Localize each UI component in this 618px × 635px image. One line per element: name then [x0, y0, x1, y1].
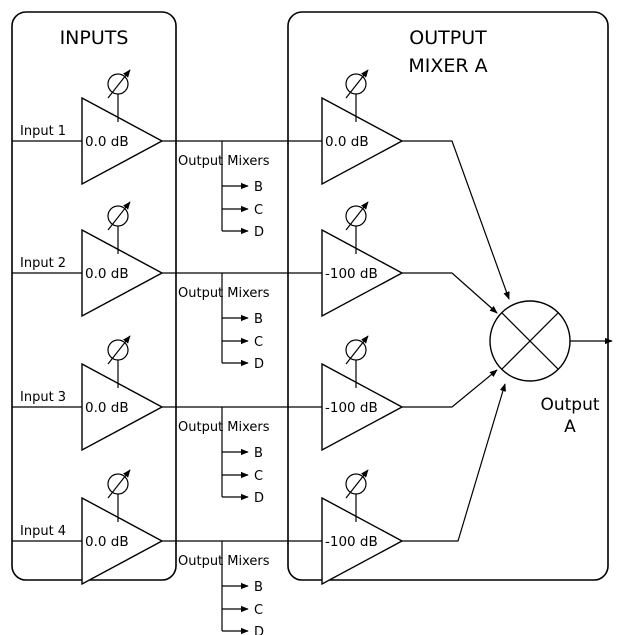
output-gain-knob-icon	[345, 201, 369, 254]
output-gain-value: 0.0 dB	[325, 134, 369, 150]
input-gain-knob-icon	[107, 469, 131, 522]
mixer-letter: C	[254, 203, 263, 218]
input-label: Input 4	[20, 524, 66, 539]
input-gain-value: 0.0 dB	[85, 534, 129, 550]
output-panel-title-line2: MIXER A	[408, 55, 487, 77]
input-amplifier	[81, 362, 164, 452]
output-mixers-label: Output Mixers	[178, 420, 270, 435]
mixer-letter: D	[254, 491, 264, 506]
output-amplifier	[321, 362, 404, 452]
output-mixers-label: Output Mixers	[178, 154, 270, 169]
output-gain-value: -100 dB	[325, 534, 378, 550]
output-mixers-label: Output Mixers	[178, 286, 270, 301]
input-gain-value: 0.0 dB	[85, 400, 129, 416]
mixer-letter: B	[254, 580, 263, 595]
input-gain-knob-icon	[107, 69, 131, 122]
output-label-line2: A	[564, 417, 576, 437]
output-mixer-panel	[287, 11, 609, 581]
output-gain-value: -100 dB	[325, 266, 378, 282]
output-gain-knob-icon	[345, 335, 369, 388]
input-label: Input 3	[20, 390, 66, 405]
mixer-letter: C	[254, 603, 263, 618]
input-label: Input 2	[20, 256, 66, 271]
mixer-letter: D	[254, 225, 264, 240]
output-amplifier	[321, 496, 404, 586]
output-gain-value: -100 dB	[325, 400, 378, 416]
output-gain-knob-icon	[345, 469, 369, 522]
mixer-feed-line	[402, 272, 498, 314]
mixer-letter: C	[254, 335, 263, 350]
mixer-feed-line	[402, 383, 507, 542]
input-gain-knob-icon	[107, 335, 131, 388]
mixer-letter: B	[254, 180, 263, 195]
input-gain-value: 0.0 dB	[85, 134, 129, 150]
input-gain-value: 0.0 dB	[85, 266, 129, 282]
mixer-letter: B	[254, 312, 263, 327]
inputs-panel	[11, 11, 177, 581]
inputs-panel-title: INPUTS	[60, 27, 129, 49]
input-amplifier	[81, 96, 164, 186]
input-gain-knob-icon	[107, 201, 131, 254]
summing-mixer	[489, 300, 571, 382]
output-panel-title-line1: OUTPUT	[409, 27, 487, 49]
output-mixers-label: Output Mixers	[178, 554, 270, 569]
mixer-letter: D	[254, 625, 264, 635]
mixer-feed-line	[402, 369, 498, 408]
input-label: Input 1	[20, 124, 66, 139]
mixer-feed-line	[402, 140, 510, 300]
mixer-letter: C	[254, 469, 263, 484]
output-amplifier	[321, 228, 404, 318]
output-amplifier	[321, 96, 404, 186]
input-amplifier	[81, 496, 164, 586]
input-amplifier	[81, 228, 164, 318]
mixer-letter: D	[254, 357, 264, 372]
mixer-letter: B	[254, 446, 263, 461]
output-gain-knob-icon	[345, 69, 369, 122]
output-label-line1: Output	[540, 395, 599, 415]
